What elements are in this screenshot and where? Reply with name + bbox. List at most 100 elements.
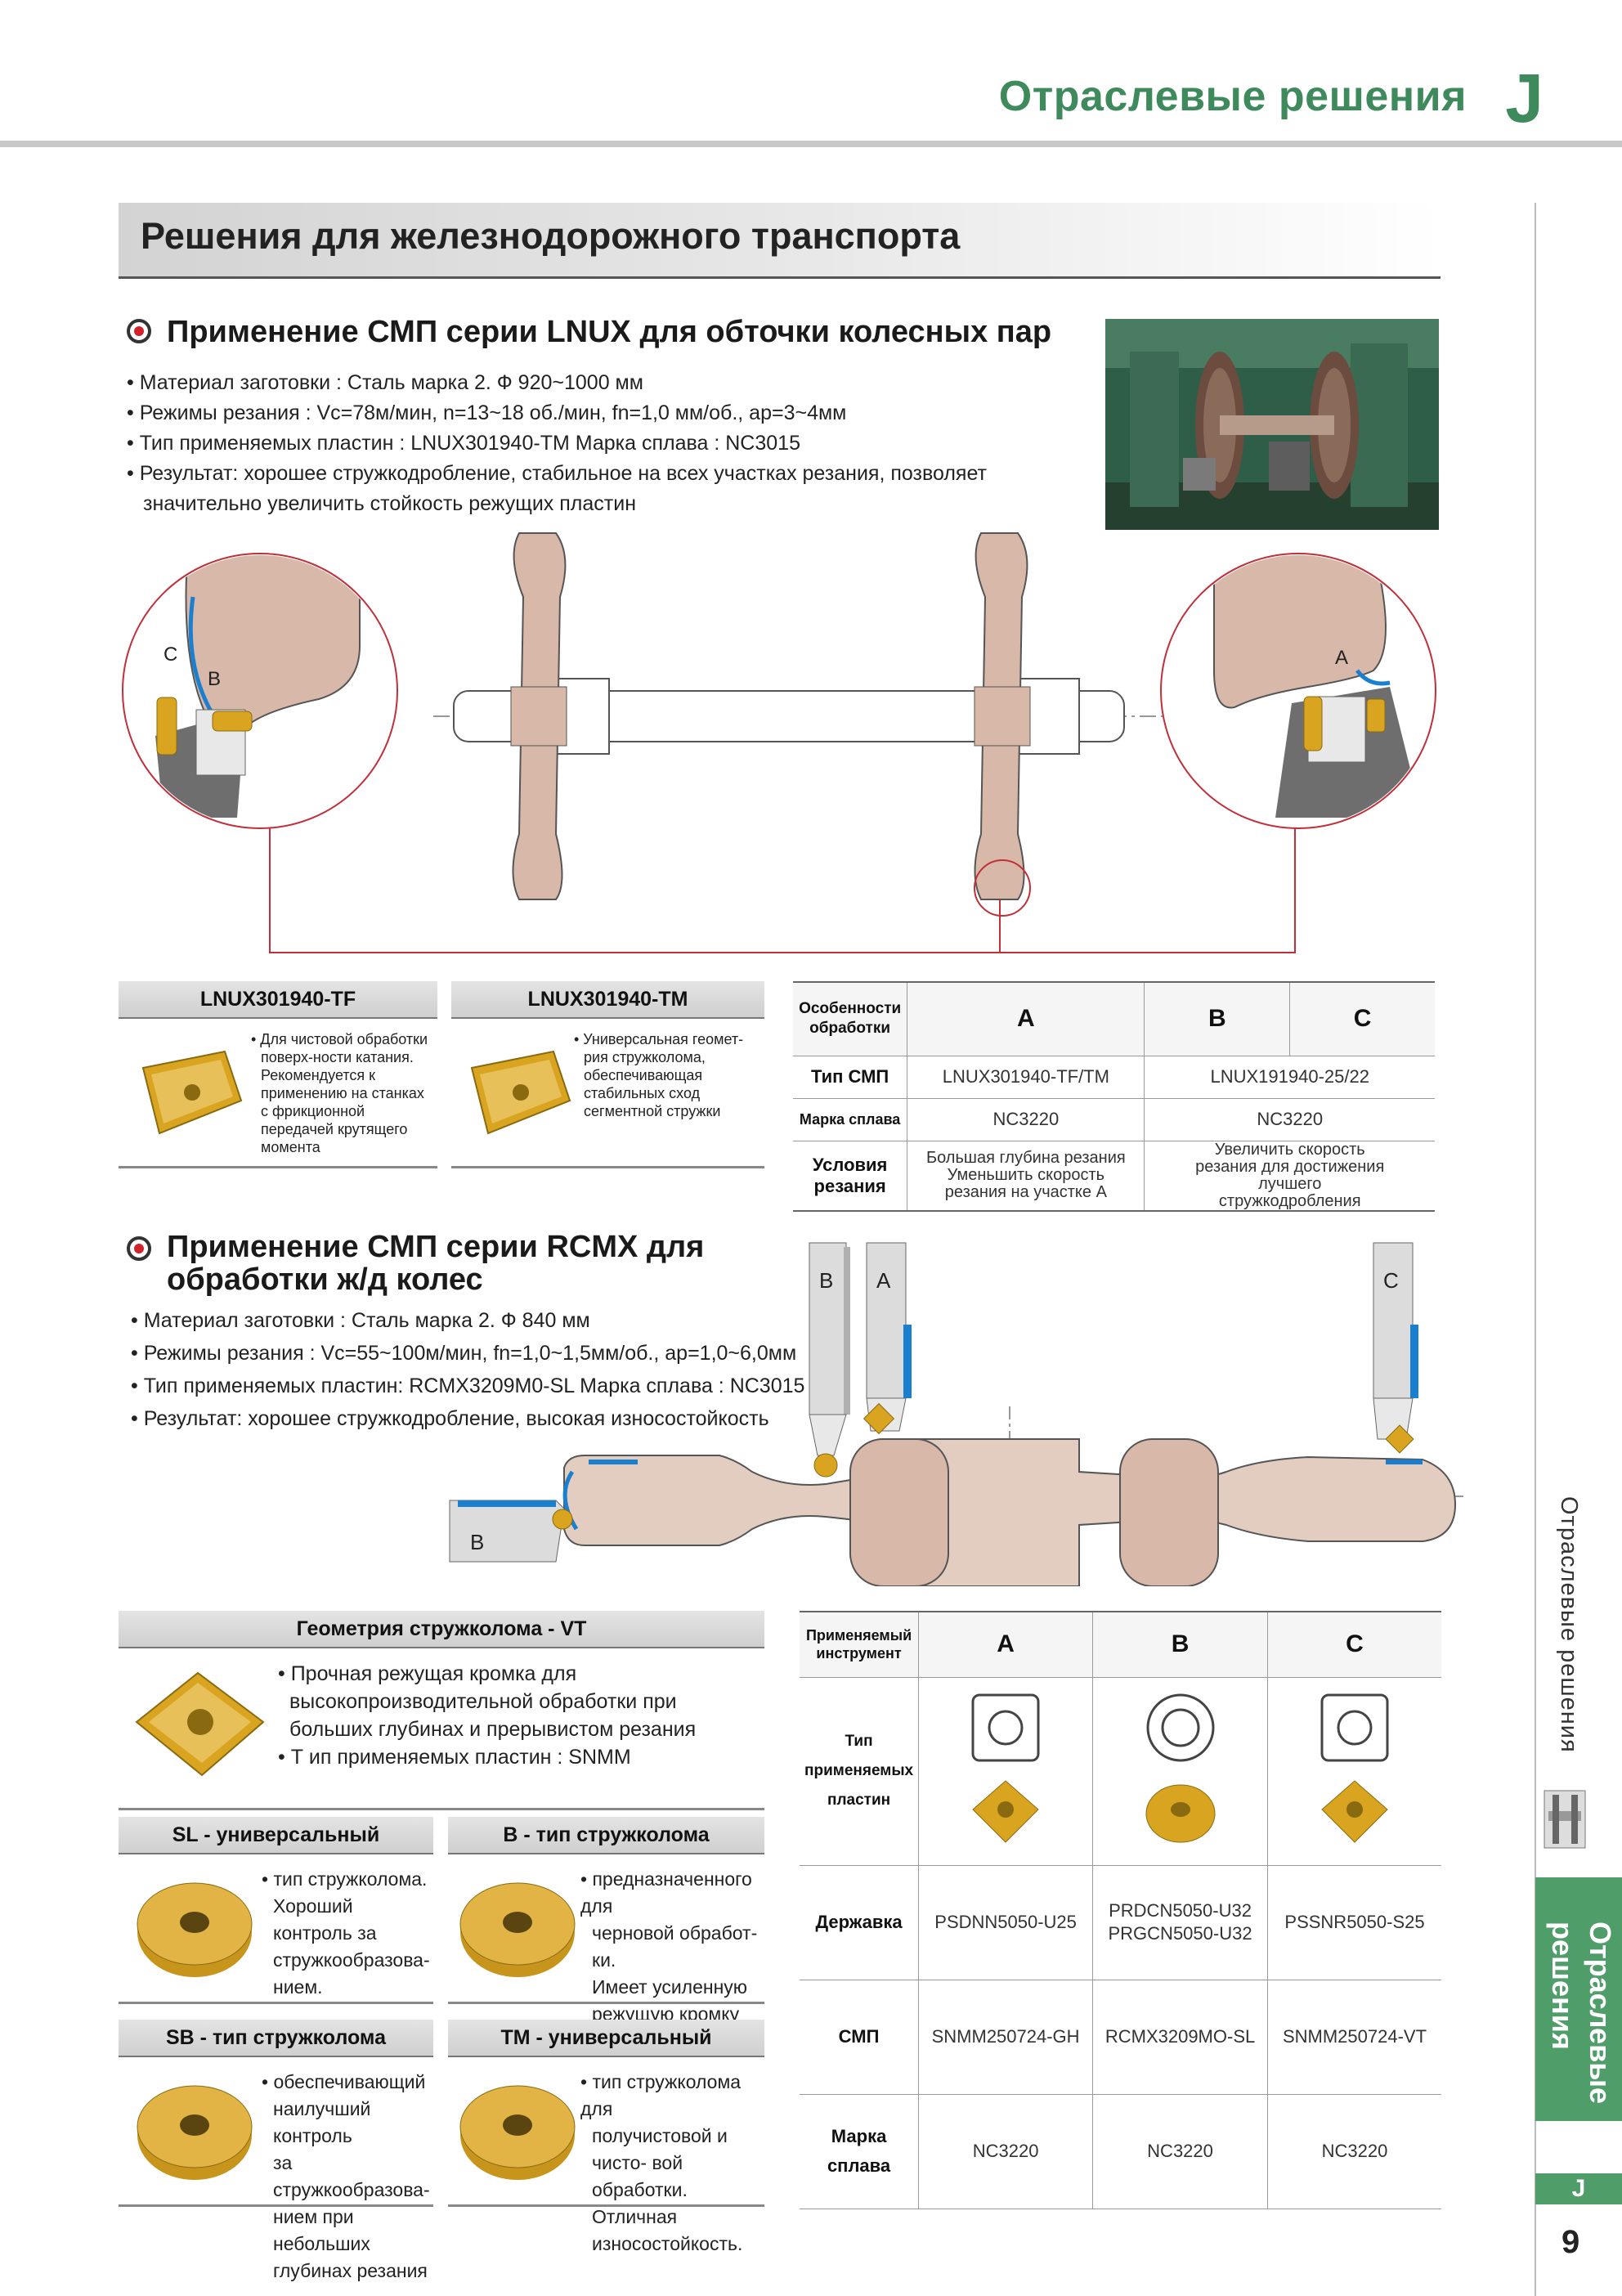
table-cell: SNMM250724-GH <box>918 1980 1094 2095</box>
section-bullet-icon <box>127 1236 151 1261</box>
insert-card-text: • Универсальная геомет- рия стружколома,… <box>574 1031 744 1119</box>
table-header: B <box>1092 1612 1268 1678</box>
table-cell: LNUX301940-TF/TM <box>907 1056 1145 1099</box>
rcmx-wheel-diagram: B A C B <box>449 1242 1463 1586</box>
lnux-bullets: • Материал заготовки : Сталь марка 2. Ф … <box>127 368 987 519</box>
insert-card-title: SB - тип стружколома <box>119 2020 433 2057</box>
table-header: A <box>907 982 1145 1056</box>
table-cell: Увеличить скорость резания для достижени… <box>1144 1141 1435 1211</box>
sidebar-active-tab[interactable] <box>1535 1877 1622 2121</box>
table-row-label: Марка сплава <box>793 1098 908 1141</box>
section-header-title: Отраслевые решения <box>998 73 1467 120</box>
page-title-band <box>119 203 1441 279</box>
lathe-photo <box>1105 319 1439 530</box>
wheelset-thumbnail-icon <box>1544 1790 1586 1849</box>
table-row-label: Условия резания <box>793 1141 908 1211</box>
insert-card-title: SL - универсальный <box>119 1817 433 1854</box>
lnux-bullet: • Режимы резания : Vc=78м/мин, n=13~18 о… <box>127 401 847 424</box>
lnux-tf-insert-image <box>141 1050 243 1135</box>
insert-card-text: • обеспечивающий наилучший контроль за с… <box>262 2071 430 2281</box>
diagram-label-a: A <box>1335 647 1348 669</box>
section-bullet-icon <box>127 319 151 343</box>
rcmx-bullet: • Материал заготовки : Сталь марка 2. Ф … <box>131 1309 590 1332</box>
insert-card-title: B - тип стружколома <box>448 1817 764 1854</box>
sl-insert-image <box>137 1882 253 1977</box>
table-cell: NC3220 <box>918 2094 1094 2209</box>
table-cell: NC3220 <box>907 1098 1145 1141</box>
insert-card-text: • тип стружколома. Хороший контроль за с… <box>262 1868 430 1998</box>
wheelset-diagram: C B A <box>122 532 1436 953</box>
lnux-bullet: значительно увеличить стойкость режущих … <box>143 492 637 515</box>
table-header: B <box>1144 982 1291 1056</box>
table-row-label: Марка сплава <box>800 2094 920 2209</box>
rcmx-label-a-top: A <box>876 1268 891 1293</box>
sidebar-vertical-label: Отраслевые решения <box>1556 1496 1582 1753</box>
sidebar-section-letter: J <box>1535 2173 1622 2204</box>
rcmx-table: Применяемый инструмент A B C Тип применя… <box>800 1611 1441 2209</box>
insert-icons-c <box>1267 1677 1441 1866</box>
tm-insert-image <box>459 2085 576 2180</box>
table-cell: PRDCN5050-U32 PRGCN5050-U32 <box>1092 1865 1268 1980</box>
table-row-label: Тип применяемых пластин <box>800 1677 920 1866</box>
table-header: Особенности обработки <box>793 982 908 1056</box>
rcmx-bullet: • Режимы резания : Vc=55~100м/мин, fn=1,… <box>131 1342 797 1365</box>
insert-card-tf: LNUX301940-TF • Для чистовой обработки п… <box>119 981 437 1168</box>
rcmx-bullets: • Материал заготовки : Сталь марка 2. Ф … <box>131 1304 804 1435</box>
insert-card-sb: SB - тип стружколома • обеспечивающий на… <box>119 2020 433 2281</box>
geometry-text: • Прочная режущая кромка для высокопроиз… <box>278 1662 697 1769</box>
table-header: C <box>1289 982 1435 1056</box>
rcmx-label-b-top: B <box>819 1268 833 1293</box>
table-cell: RCMX3209MO-SL <box>1092 1980 1268 2095</box>
insert-card-text: • Для чистовой обработки поверх-ности ка… <box>251 1031 428 1155</box>
rcmx-insert-icon <box>1145 1693 1216 1843</box>
lnux-section-title: Применение СМП серии LNUX для обточки ко… <box>167 315 1052 349</box>
geometry-vt-card: Геометрия стружколома - VT • Прочная реж… <box>119 1611 764 1810</box>
insert-card-title: LNUX301940-TM <box>451 981 764 1019</box>
vt-insert-image <box>135 1671 265 1777</box>
section-letter: J <box>1505 60 1544 137</box>
diagram-label-c: C <box>164 644 177 666</box>
sidebar-active-tab-label: Отраслевые решения <box>1546 1922 1617 2104</box>
page-number: 9 <box>1562 2224 1580 2260</box>
table-cell: NC3220 <box>1144 1098 1435 1141</box>
insert-card-text: • предназначенного для черновой обработ-… <box>580 1868 758 2025</box>
insert-icons-b <box>1092 1677 1268 1866</box>
table-cell: NC3220 <box>1092 2094 1268 2209</box>
insert-card-title: LNUX301940-TF <box>119 981 437 1019</box>
insert-card-sl: SL - универсальный • тип стружколома. Хо… <box>119 1817 433 2004</box>
header-divider <box>0 141 1622 147</box>
lnux-bullet: • Результат: хорошее стружкодробление, с… <box>127 462 987 485</box>
insert-card-tm-rcmx: TM - универсальный • тип стружколома для… <box>448 2020 764 2254</box>
insert-card-b: B - тип стружколома • предназначенного д… <box>448 1817 764 2025</box>
sb-insert-image <box>137 2085 253 2180</box>
table-row-label: Державка <box>800 1865 920 1980</box>
table-row-label: Тип СМП <box>793 1056 908 1099</box>
table-cell: PSDNN5050-U25 <box>918 1865 1094 1980</box>
lnux-table: Особенности обработки A B C Тип СМП LNUX… <box>793 981 1435 1212</box>
table-cell: NC3220 <box>1267 2094 1441 2209</box>
lnux-bullet: • Тип применяемых пластин : LNUX301940-T… <box>127 432 800 455</box>
snmm-vt-insert-icon <box>1320 1693 1389 1843</box>
insert-card-tm: LNUX301940-TM • Универсальная геомет- ри… <box>451 981 764 1168</box>
rcmx-section-title: Применение СМП серии RCMX для обработки … <box>167 1230 705 1297</box>
table-cell: PSSNR5050-S25 <box>1267 1865 1441 1980</box>
table-cell: SNMM250724-VT <box>1267 1980 1441 2095</box>
diagram-label-b: B <box>208 668 221 690</box>
lnux-tm-insert-image <box>470 1050 571 1135</box>
b-insert-image <box>459 1882 576 1977</box>
rcmx-bullet: • Результат: хорошее стружкодробление, в… <box>131 1407 769 1430</box>
rcmx-label-c-top: C <box>1383 1268 1399 1293</box>
insert-icons-a <box>918 1677 1094 1866</box>
rcmx-label-b-bottom: B <box>470 1530 484 1554</box>
insert-card-title: TM - универсальный <box>448 2020 764 2057</box>
sidebar-divider <box>1535 203 1536 2296</box>
insert-card-text: • тип стружколома для получистовой и чис… <box>580 2071 743 2254</box>
snmm-insert-icon <box>971 1693 1040 1843</box>
table-header: A <box>918 1612 1094 1678</box>
page-title: Решения для железнодорожного транспорта <box>141 215 961 257</box>
table-cell: Большая глубина резания Уменьшить скорос… <box>907 1141 1145 1211</box>
table-header: C <box>1267 1612 1441 1678</box>
geometry-title: Геометрия стружколома - VT <box>119 1611 764 1648</box>
lnux-bullet: • Материал заготовки : Сталь марка 2. Ф … <box>127 371 643 394</box>
table-cell: LNUX191940-25/22 <box>1144 1056 1435 1099</box>
